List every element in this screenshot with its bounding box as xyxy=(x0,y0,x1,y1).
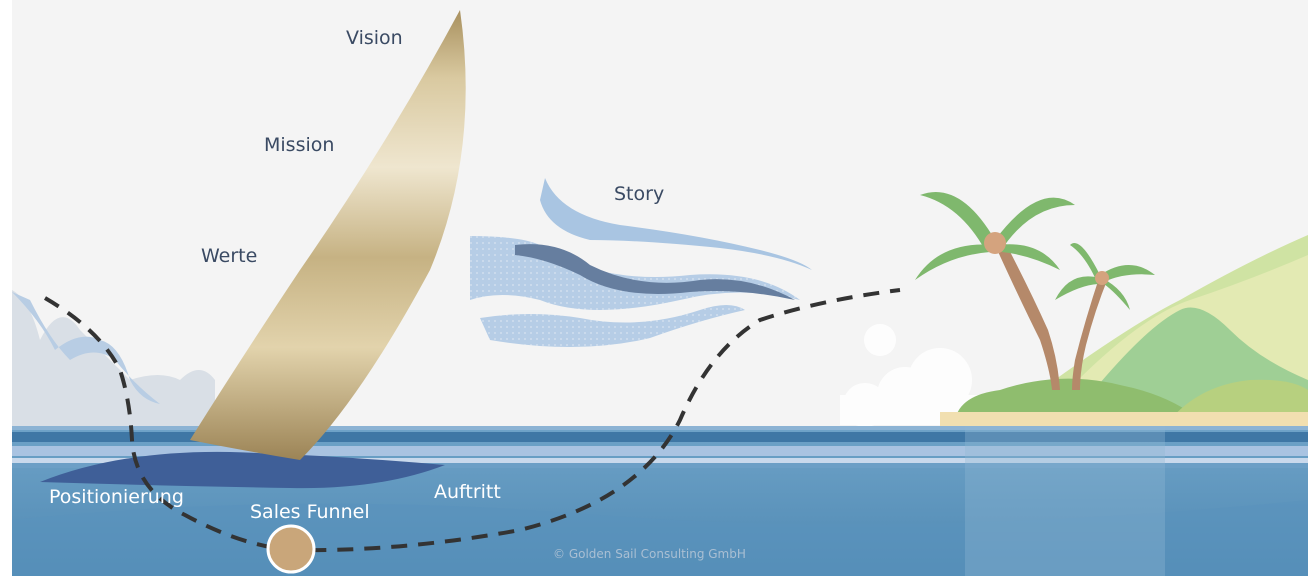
sea xyxy=(12,426,1308,576)
wind-ribbons xyxy=(470,178,812,348)
label-werte: Werte xyxy=(201,245,258,267)
label-story: Story xyxy=(614,183,665,205)
palm-trees xyxy=(915,192,1155,390)
label-sales-funnel: Sales Funnel xyxy=(250,501,370,523)
label-positionierung: Positionierung xyxy=(49,486,184,508)
left-margin xyxy=(0,0,12,576)
sales-funnel-marker xyxy=(266,524,316,574)
clouds xyxy=(840,324,980,427)
label-vision: Vision xyxy=(346,27,403,49)
label-mission: Mission xyxy=(264,134,335,156)
background-hills xyxy=(12,290,215,430)
left-wind-ribbon xyxy=(12,292,160,404)
label-auftritt: Auftritt xyxy=(434,481,501,503)
boat-hull xyxy=(40,451,445,489)
island xyxy=(940,235,1308,426)
golden-sail xyxy=(190,10,466,460)
journey-dashed-path xyxy=(43,288,901,553)
copyright-notice: © Golden Sail Consulting GmbH xyxy=(553,547,746,561)
